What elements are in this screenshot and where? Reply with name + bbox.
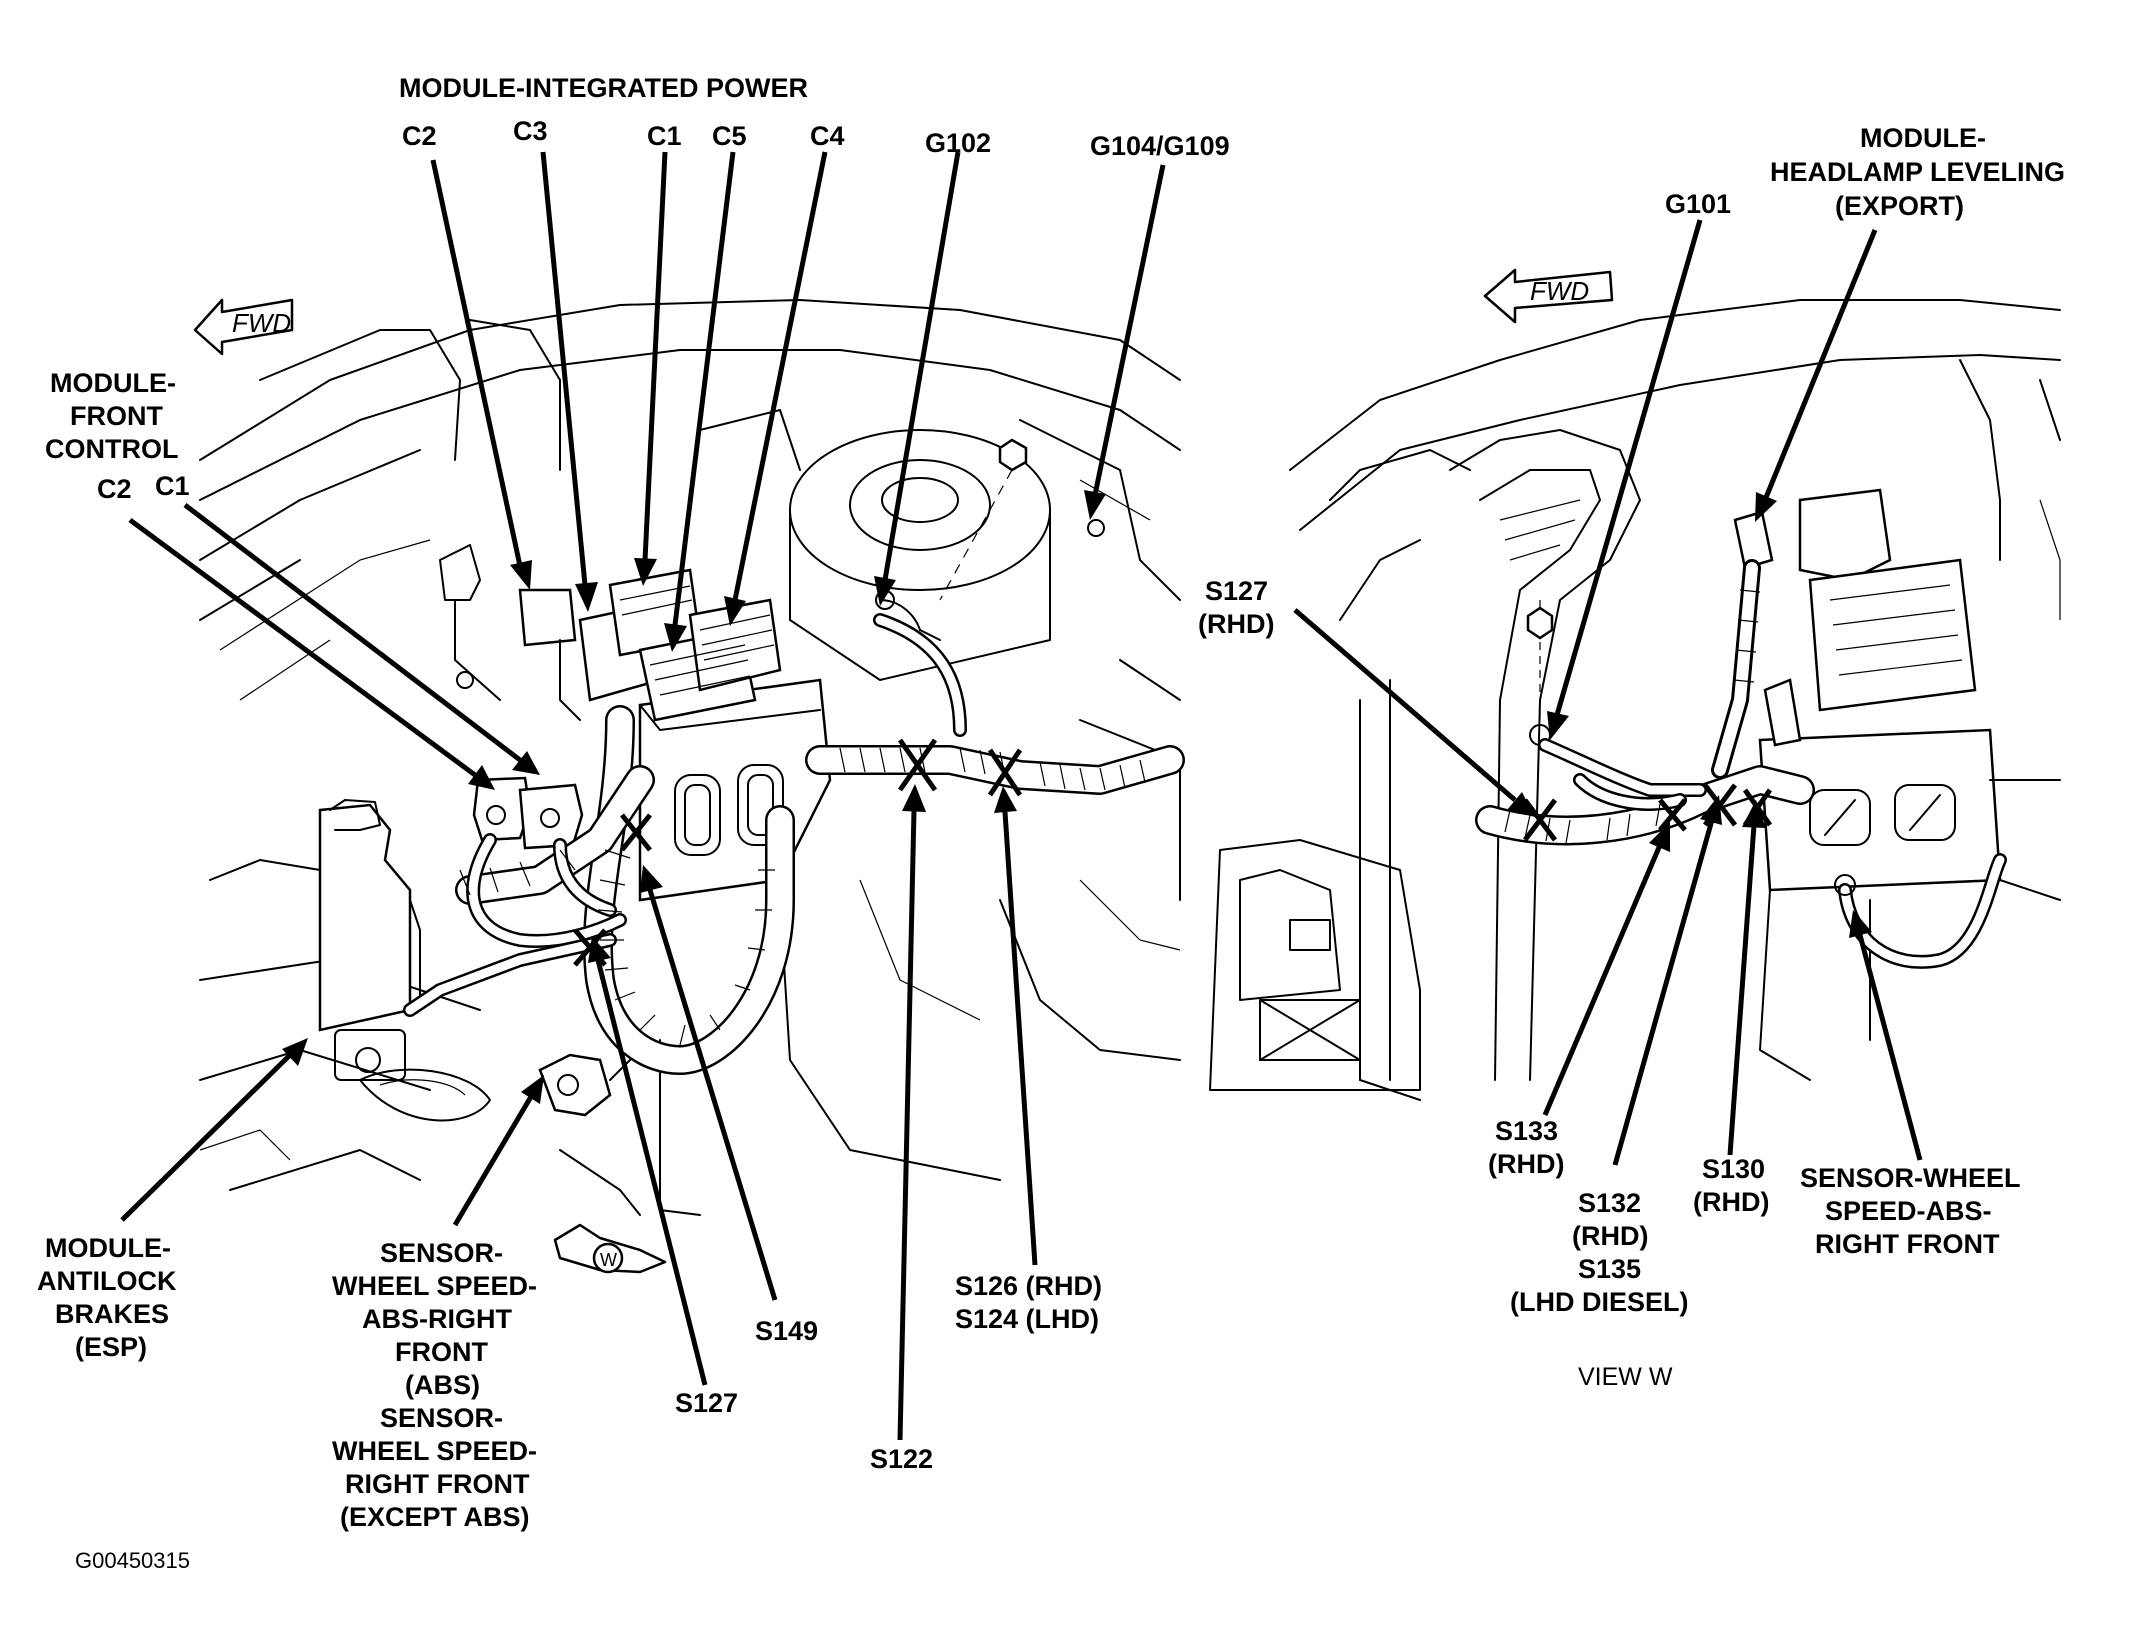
label-headlamp-3: (EXPORT) — [1835, 191, 1964, 221]
splice-s127-rhd-mark — [1523, 798, 1557, 842]
fwd-arrow-left: FWD — [193, 298, 294, 356]
label-abs-1: MODULE- — [45, 1233, 171, 1263]
label-s127-rhd-1: S127 — [1205, 576, 1268, 606]
leader-lines — [120, 151, 1923, 1441]
label-s122: S122 — [870, 1444, 933, 1474]
label-headlamp-1: MODULE- — [1860, 123, 1986, 153]
label-front-control-3: CONTROL — [45, 434, 178, 464]
label-headlamp-2: HEADLAMP LEVELING — [1770, 157, 2065, 187]
figure-id: G00450315 — [75, 1548, 190, 1573]
label-abs-2: ANTILOCK — [37, 1266, 177, 1296]
label-s124: S124 (LHD) — [955, 1304, 1099, 1334]
label-c1-left: C1 — [155, 471, 190, 501]
label-view-w: VIEW W — [1578, 1363, 1673, 1391]
label-c2-left: C2 — [97, 474, 132, 504]
fwd-arrow-right: FWD — [1483, 268, 1614, 324]
label-sensor-right-2: SPEED-ABS- — [1825, 1196, 1992, 1226]
label-sensor-right-3: RIGHT FRONT — [1815, 1229, 2000, 1259]
label-abs-3: BRAKES — [55, 1299, 169, 1329]
label-abs-4: (ESP) — [75, 1332, 147, 1362]
label-s130-1: S130 — [1702, 1154, 1765, 1184]
splice-s149-mark — [620, 813, 652, 852]
label-sensor-9: (EXCEPT ABS) — [340, 1502, 530, 1532]
splice-s122-mark — [897, 738, 938, 792]
label-sensor-5: (ABS) — [405, 1370, 480, 1400]
label-s133-2: (RHD) — [1488, 1149, 1564, 1179]
view-w-marker-label: W — [600, 1250, 617, 1270]
left-view-drawing — [199, 299, 1185, 1216]
label-s127: S127 — [675, 1388, 738, 1418]
right-view-drawing — [1209, 299, 2061, 1101]
label-s135-2: (LHD DIESEL) — [1510, 1287, 1689, 1317]
label-s130-2: (RHD) — [1693, 1187, 1769, 1217]
label-sensor-4: FRONT — [395, 1337, 488, 1367]
label-s149: S149 — [755, 1316, 818, 1346]
label-front-control-1: MODULE- — [50, 368, 176, 398]
label-c1-top: C1 — [647, 121, 682, 151]
label-front-control-2: FRONT — [70, 401, 163, 431]
splice-s130-mark — [1742, 788, 1773, 827]
label-g101: G101 — [1665, 189, 1731, 219]
label-sensor-2: WHEEL SPEED- — [332, 1271, 537, 1301]
label-s132-1: S132 — [1578, 1188, 1641, 1218]
label-g104-g109: G104/G109 — [1090, 131, 1230, 161]
fwd-label-left: FWD — [232, 308, 291, 338]
splice-s133-mark — [1658, 798, 1687, 832]
label-s132-2: (RHD) — [1572, 1221, 1648, 1251]
label-g102: G102 — [925, 128, 991, 158]
label-sensor-7: WHEEL SPEED- — [332, 1436, 537, 1466]
label-sensor-right-1: SENSOR-WHEEL — [1800, 1163, 2021, 1193]
label-c5: C5 — [712, 121, 747, 151]
splice-s132-mark — [1703, 783, 1737, 827]
label-s135-1: S135 — [1578, 1254, 1641, 1284]
label-c3: C3 — [513, 116, 548, 146]
label-sensor-8: RIGHT FRONT — [345, 1469, 530, 1499]
label-c2-top: C2 — [402, 121, 437, 151]
callout-labels: MODULE-INTEGRATED POWER C2 C3 C1 C5 C4 G… — [37, 73, 2065, 1573]
view-w-marker: W — [553, 1223, 667, 1274]
splice-marks — [573, 738, 1773, 967]
label-sensor-6: SENSOR- — [380, 1403, 503, 1433]
label-c4: C4 — [810, 121, 845, 151]
label-sensor-3: ABS-RIGHT — [362, 1304, 512, 1334]
label-module-integrated-power: MODULE-INTEGRATED POWER — [399, 73, 808, 103]
label-s127-rhd-2: (RHD) — [1198, 609, 1274, 639]
fwd-label-right: FWD — [1530, 276, 1589, 306]
label-s126: S126 (RHD) — [955, 1271, 1102, 1301]
label-sensor-1: SENSOR- — [380, 1238, 503, 1268]
splice-s126-s124-mark — [987, 748, 1023, 797]
splice-s127-mark — [573, 928, 607, 967]
label-s133-1: S133 — [1495, 1116, 1558, 1146]
